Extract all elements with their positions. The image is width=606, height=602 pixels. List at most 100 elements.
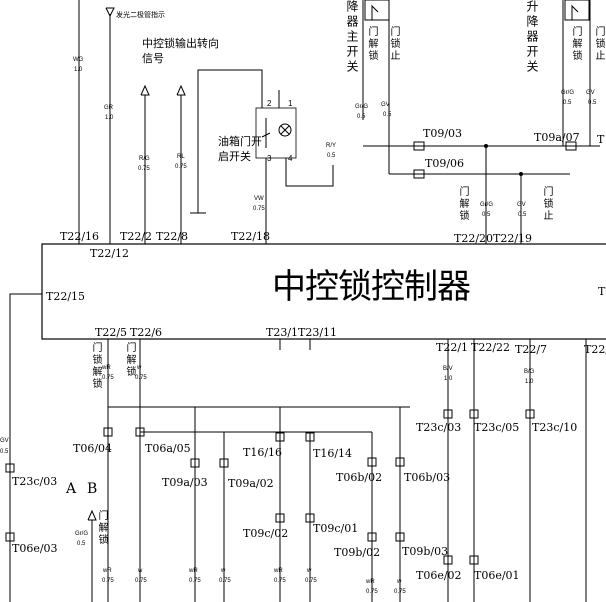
conn-t-right: T bbox=[597, 133, 605, 146]
controller-title: 中控锁控制器 bbox=[272, 267, 471, 307]
pin-t23-11: T23/11 bbox=[298, 326, 338, 339]
wire-grg-4-color: Gr/G bbox=[75, 531, 88, 537]
wire-w-5-size: 0.75 bbox=[394, 589, 406, 595]
pin-t22-5: T22/5 bbox=[95, 326, 128, 339]
pin-t22-2: T22/2 bbox=[120, 230, 153, 243]
wire-wr-3-size: 0.75 bbox=[189, 578, 201, 584]
stop-label-3: 门锁止 bbox=[541, 186, 552, 222]
wire-grg-2-color: Gr/G bbox=[561, 90, 574, 96]
wire-rl-size: 0.75 bbox=[175, 164, 187, 170]
wire-ry-color: R/Y bbox=[326, 143, 337, 149]
conn-t09b-02: T09b/02 bbox=[334, 546, 381, 559]
wire-w-2-size: 0.75 bbox=[135, 578, 147, 584]
pin-t22-right: T22/ bbox=[584, 343, 606, 356]
conn-t06b-02: T06b/02 bbox=[336, 471, 383, 484]
wire-wr-5-color: wR bbox=[366, 579, 375, 585]
wire-w-3-color: w bbox=[221, 568, 226, 574]
turn-signal-label: 中控锁输出转向信号 bbox=[142, 37, 219, 66]
wire-gv-left-color: GV bbox=[0, 438, 9, 444]
conn-t09c-02: T09c/02 bbox=[243, 527, 289, 540]
conn-t06e-03: T06e/03 bbox=[12, 542, 58, 555]
pin-t22-18: T22/18 bbox=[231, 230, 271, 243]
wire-bg-color: B/G bbox=[524, 369, 535, 375]
led-note: 发光二极管指示 bbox=[116, 12, 165, 19]
pin-t23-1: T23/1 bbox=[266, 326, 299, 339]
wire-grg-2-size: 0.5 bbox=[563, 100, 572, 106]
conn-t23c-03-left: T23c/03 bbox=[12, 475, 58, 488]
conn-t09a-07: T09a/07 bbox=[534, 131, 580, 144]
wire-gv-2-size: 0.5 bbox=[588, 100, 597, 106]
wire-bv-color: B/V bbox=[443, 366, 453, 372]
conn-t16-16: T16/16 bbox=[243, 446, 283, 459]
wire-rg-color: R/G bbox=[139, 156, 150, 162]
conn-t09a-02: T09a/02 bbox=[228, 477, 274, 490]
conn-t09c-01: T09c/01 bbox=[313, 522, 359, 535]
pin-t22-8: T22/8 bbox=[156, 230, 189, 243]
wire-wr-2-size: 0.75 bbox=[102, 578, 114, 584]
switch-pin-1: 1 bbox=[288, 99, 293, 108]
wire-bg-size: 1.0 bbox=[525, 379, 534, 385]
controller-box bbox=[41, 243, 606, 340]
wire-gv-3-size: 0.5 bbox=[518, 212, 527, 218]
wire-wr-5-size: 0.75 bbox=[366, 589, 378, 595]
wire-gv-3-color: GV bbox=[517, 202, 526, 208]
wire-vw-size: 0.75 bbox=[253, 206, 265, 212]
wire-grg-4-size: 0.5 bbox=[77, 541, 86, 547]
pin-t22-19: T22/19 bbox=[493, 232, 533, 245]
switch-pin-3: 3 bbox=[267, 154, 272, 163]
lifter-switch-label: 升降器开关 bbox=[525, 0, 539, 75]
wire-w-2-color: w bbox=[138, 568, 143, 574]
wire-gv-1-size: 0.5 bbox=[383, 112, 392, 118]
conn-t09a-03: T09a/03 bbox=[162, 476, 208, 489]
conn-t06-04: T06/04 bbox=[73, 442, 113, 455]
wire-grg-3-color: Gr/G bbox=[480, 202, 493, 208]
stop-label-2: 门锁止 bbox=[593, 26, 604, 62]
unlock-label-4: 门锁解锁 bbox=[90, 342, 101, 390]
unlock-label-6: 门解锁 bbox=[96, 510, 107, 546]
wire-gv-left-size: 0.5 bbox=[0, 449, 9, 455]
switch-pin-2: 2 bbox=[267, 99, 272, 108]
pin-t22-15: T22/15 bbox=[46, 290, 86, 303]
letter-a: A bbox=[66, 481, 77, 497]
wire-wr-2-color: wR bbox=[103, 568, 112, 574]
conn-t09b-03: T09b/03 bbox=[402, 545, 449, 558]
master-switch-label: 降器主开关 bbox=[345, 0, 359, 75]
wire-wr-4-color: wR bbox=[274, 568, 283, 574]
wire-rg-size: 0.75 bbox=[138, 166, 150, 172]
pin-t22-16: T22/16 bbox=[60, 230, 100, 243]
conn-t06a-05: T06a/05 bbox=[145, 442, 191, 455]
pin-t22-12: T22/12 bbox=[90, 247, 130, 260]
wire-wg-size: 1.0 bbox=[74, 67, 83, 73]
wire-wg-color: WG bbox=[73, 57, 84, 63]
wire-vw-color: VW bbox=[254, 196, 264, 202]
wire-w-4-color: w bbox=[307, 568, 312, 574]
conn-t06e-02: T06e/02 bbox=[416, 569, 462, 582]
wire-w-4-size: 0.75 bbox=[305, 578, 317, 584]
conn-t23c-05: T23c/05 bbox=[474, 421, 520, 434]
conn-t06e-01: T06e/01 bbox=[474, 569, 520, 582]
conn-t06b-03: T06b/03 bbox=[404, 471, 451, 484]
wire-grg-1-color: Gr/G bbox=[355, 104, 368, 110]
unlock-label-2: 门解锁 bbox=[570, 26, 581, 62]
pin-t22-7: T22/7 bbox=[515, 343, 548, 356]
unlock-label-5: 门解锁 bbox=[124, 342, 135, 378]
switch-pin-4: 4 bbox=[288, 154, 293, 163]
wire-grg-1-size: 0.5 bbox=[357, 114, 366, 120]
wire-wr-1-size: 0.75 bbox=[102, 375, 114, 381]
wire-w-1-color: w bbox=[137, 365, 142, 371]
wire-rl-color: RL bbox=[177, 154, 185, 160]
pin-t-right: T bbox=[598, 285, 606, 298]
wire-w-5-color: w bbox=[397, 579, 402, 585]
pin-t22-1: T22/1 bbox=[436, 341, 469, 354]
wire-w-3-size: 0.75 bbox=[219, 578, 231, 584]
wire-wr-3-color: wR bbox=[189, 568, 198, 574]
pin-t22-22: T22/22 bbox=[471, 341, 511, 354]
pin-t22-20: T22/20 bbox=[454, 232, 494, 245]
oil-cap-switch-label: 油箱门开启开关 bbox=[218, 135, 262, 164]
wire-bv-size: 1.0 bbox=[444, 376, 453, 382]
letter-b: B bbox=[87, 481, 98, 497]
unlock-label-1: 门解锁 bbox=[366, 26, 377, 62]
wire-wr-1-color: wR bbox=[102, 365, 111, 371]
